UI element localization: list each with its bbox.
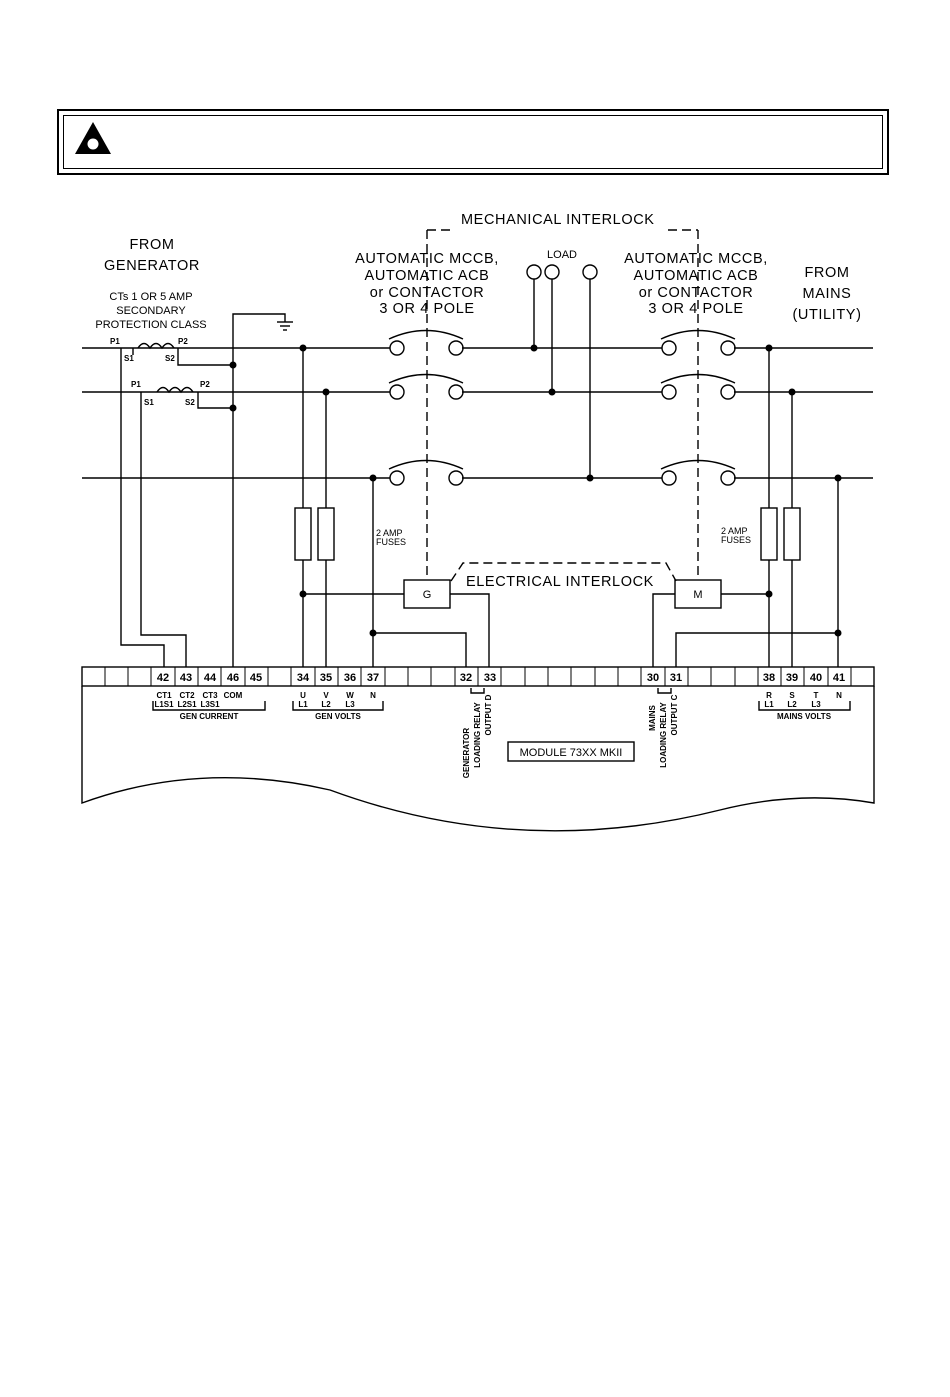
electrical-interlock-label: ELECTRICAL INTERLOCK <box>466 574 654 590</box>
gen-volts-col-v: V <box>323 691 329 700</box>
breaker-right-line2: AUTOMATIC ACB <box>634 268 759 284</box>
ct-note-line3: PROTECTION CLASS <box>95 319 206 331</box>
mains-volts-col-s: S <box>789 691 795 700</box>
gen-relay-line3: OUTPUT D <box>484 694 493 735</box>
terminal-39: 39 <box>786 672 798 684</box>
gen-relay-line1: GENERATOR <box>462 728 471 779</box>
mains-volts-label: MAINS VOLTS <box>777 712 832 721</box>
gen-volts-sub-l2: L2 <box>321 700 331 709</box>
mechanical-interlock-label: MECHANICAL INTERLOCK <box>461 212 655 228</box>
gen-current-sub-l3s1: L3S1 <box>200 700 220 709</box>
ct2-p1-label: P1 <box>131 380 141 389</box>
gen-volts-sub-l3: L3 <box>345 700 355 709</box>
terminal-41: 41 <box>833 672 845 684</box>
coil-m-label: M <box>693 589 702 601</box>
mains-relay-line2: LOADING RELAY <box>659 702 668 768</box>
fuses-right-line1: 2 AMP <box>721 526 748 536</box>
mains-volts-col-t: T <box>814 691 819 700</box>
gen-volts-col-n: N <box>370 691 376 700</box>
from-generator-line2: GENERATOR <box>104 258 200 274</box>
mains-volts-col-n: N <box>836 691 842 700</box>
mains-relay-line1: MAINS <box>648 704 657 730</box>
breaker-left-line4: 3 OR 4 POLE <box>379 301 474 317</box>
gen-volts-col-w: W <box>346 691 354 700</box>
module-label: MODULE 73XX MKII <box>520 747 623 759</box>
load-label: LOAD <box>547 249 577 261</box>
mains-volts-sub-l1: L1 <box>764 700 774 709</box>
terminal-38: 38 <box>763 672 775 684</box>
breaker-left-line3: or CONTACTOR <box>370 285 485 301</box>
warning-box-inner <box>63 115 883 169</box>
breaker-right-line1: AUTOMATIC MCCB, <box>624 251 768 267</box>
ct-note-line2: SECONDARY <box>116 305 186 317</box>
terminal-37: 37 <box>367 672 379 684</box>
gen-current-col-ct3: CT3 <box>202 691 218 700</box>
terminal-44: 44 <box>204 672 217 684</box>
terminal-42: 42 <box>157 672 169 684</box>
breaker-right-line4: 3 OR 4 POLE <box>648 301 743 317</box>
breaker-right-line3: or CONTACTOR <box>639 285 754 301</box>
from-mains-line3: (UTILITY) <box>792 307 861 323</box>
mains-volts-sub-l3: L3 <box>811 700 821 709</box>
ct1-p2-label: P2 <box>178 337 188 346</box>
ct-note-line1: CTs 1 OR 5 AMP <box>109 291 192 303</box>
gen-volts-sub-l1: L1 <box>298 700 308 709</box>
terminal-31: 31 <box>670 672 682 684</box>
gen-current-col-ct1: CT1 <box>156 691 172 700</box>
terminal-32: 32 <box>460 672 472 684</box>
gen-current-label: GEN CURRENT <box>180 712 239 721</box>
terminal-36: 36 <box>344 672 356 684</box>
terminal-40: 40 <box>810 672 822 684</box>
gen-current-col-ct2: CT2 <box>179 691 195 700</box>
terminal-43: 43 <box>180 672 192 684</box>
warning-triangle-icon <box>75 122 111 154</box>
ct2-s1-label: S1 <box>144 398 154 407</box>
terminal-45: 45 <box>250 672 262 684</box>
terminal-33: 33 <box>484 672 496 684</box>
from-mains-line2: MAINS <box>803 286 852 302</box>
gen-current-sub-l2s1: L2S1 <box>177 700 197 709</box>
gen-relay-line2: LOADING RELAY <box>473 702 482 768</box>
gen-volts-col-u: U <box>300 691 306 700</box>
from-mains-line1: FROM <box>804 265 849 281</box>
mains-volts-sub-l2: L2 <box>787 700 797 709</box>
ct1-s1-label: S1 <box>124 354 134 363</box>
ct2-s2-label: S2 <box>185 398 195 407</box>
gen-current-sub-l1s1: L1S1 <box>154 700 174 709</box>
coil-g-label: G <box>423 589 432 601</box>
terminal-34: 34 <box>297 672 310 684</box>
gen-volts-label: GEN VOLTS <box>315 712 361 721</box>
breaker-left-line2: AUTOMATIC ACB <box>365 268 490 284</box>
mains-volts-col-r: R <box>766 691 772 700</box>
fuses-right-line2: FUSES <box>721 535 751 545</box>
terminal-46: 46 <box>227 672 239 684</box>
ct1-p1-label: P1 <box>110 337 120 346</box>
warning-box <box>57 109 889 175</box>
mains-relay-line3: OUTPUT C <box>670 694 679 735</box>
ct2-p2-label: P2 <box>200 380 210 389</box>
gen-current-col-com: COM <box>224 691 243 700</box>
breaker-left-line1: AUTOMATIC MCCB, <box>355 251 499 267</box>
ct1-s2-label: S2 <box>165 354 175 363</box>
fuses-left-line1: 2 AMP <box>376 528 403 538</box>
from-generator-line1: FROM <box>129 237 174 253</box>
terminal-35: 35 <box>320 672 332 684</box>
terminal-30: 30 <box>647 672 659 684</box>
fuses-left-line2: FUSES <box>376 537 406 547</box>
